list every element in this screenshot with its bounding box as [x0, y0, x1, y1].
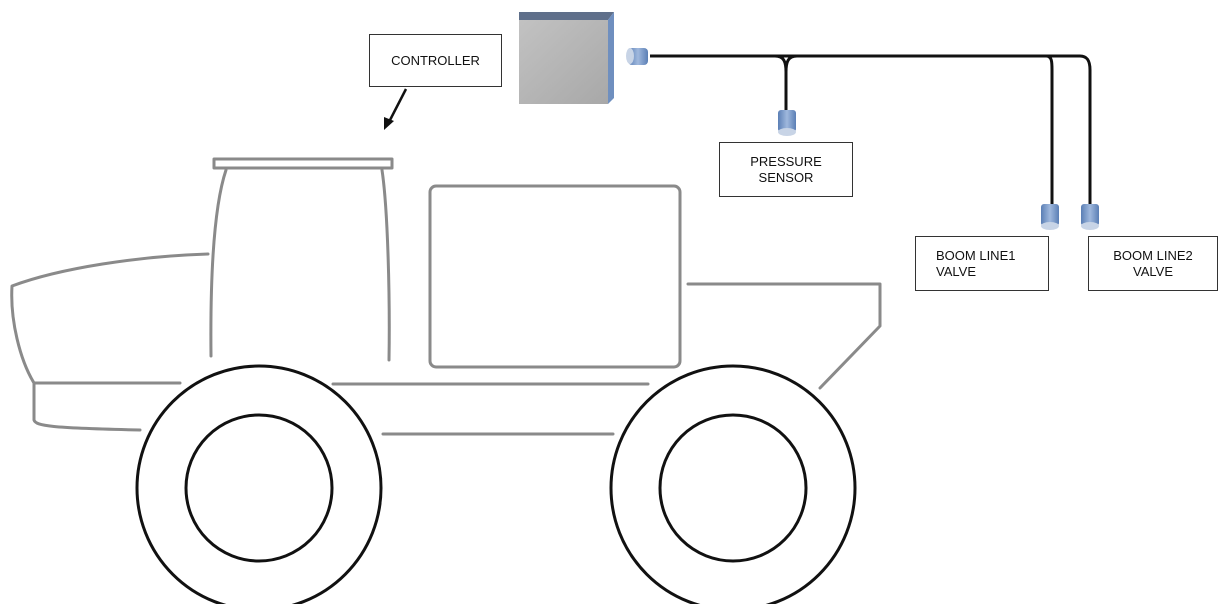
vehicle-bumper: [32, 381, 142, 432]
boom-line1-label-line2: VALVE: [936, 263, 976, 279]
cab-front-pillar: [209, 168, 228, 358]
boom-line2-valve-label: BOOM LINE2 VALVE: [1088, 236, 1218, 291]
pressure-sensor-label: PRESSURE SENSOR: [719, 142, 853, 197]
controller-label-text: CONTROLLER: [391, 52, 480, 68]
pressure-sensor-icon: [778, 110, 796, 136]
rear-deck: [686, 282, 882, 390]
controller-arrow: [384, 88, 408, 130]
rear-wheel: [609, 364, 857, 609]
boom-line1-valve-icon: [1041, 204, 1059, 230]
controller-label: CONTROLLER: [369, 34, 502, 87]
boom-line1-valve-label: BOOM LINE1 VALVE: [915, 236, 1049, 291]
front-wheel: [135, 364, 383, 609]
pressure-sensor-label-line2: SENSOR: [758, 169, 814, 185]
controller-box: [519, 12, 614, 104]
cable-harness: [650, 54, 1092, 206]
spray-tank: [428, 184, 682, 369]
boom-line1-label-line1: BOOM LINE1: [936, 247, 1016, 263]
boom-line2-label-line1: BOOM LINE2: [1113, 247, 1193, 263]
cab-rear-pillar: [380, 168, 391, 362]
controller-connector: [626, 48, 648, 65]
pressure-sensor-label-line1: PRESSURE: [750, 153, 822, 169]
vehicle-hood: [10, 252, 210, 385]
vehicle-outline: [10, 157, 882, 436]
cab-roof: [212, 157, 394, 170]
boom-line2-label-line2: VALVE: [1133, 263, 1173, 279]
boom-line2-valve-icon: [1081, 204, 1099, 230]
